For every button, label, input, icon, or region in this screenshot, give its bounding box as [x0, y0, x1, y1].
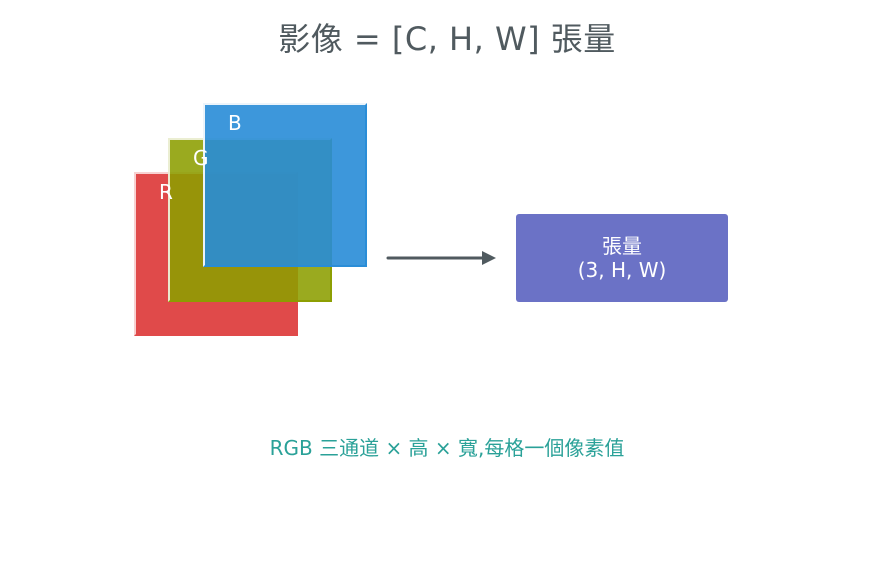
red-channel-label: R [159, 180, 173, 204]
right-arrow-icon [386, 251, 496, 265]
tensor-label: 張量 [602, 234, 642, 258]
tensor-box: 張量 (3, H, W) [516, 214, 728, 302]
diagram-title: 影像 = [C, H, W] 張量 [278, 20, 616, 58]
tensor-shape: (3, H, W) [577, 258, 667, 282]
green-channel-label: G [193, 146, 209, 170]
caption: RGB 三通道 × 高 × 寬,每格一個像素值 [269, 436, 625, 460]
blue-channel-square [203, 103, 367, 267]
blue-channel-label: B [228, 111, 242, 135]
